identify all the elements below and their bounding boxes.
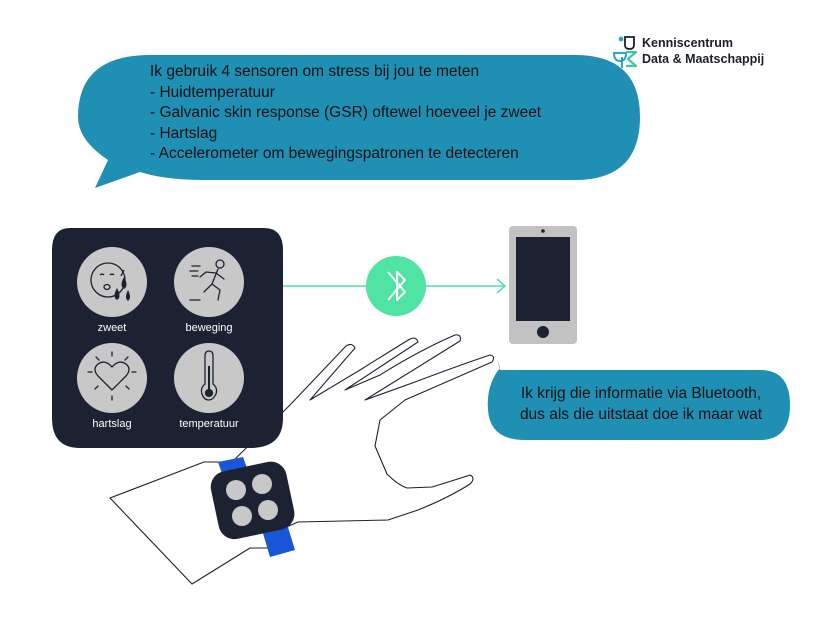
connector-arrowhead xyxy=(496,278,507,294)
speech-line: Ik gebruik 4 sensoren om stress bij jou … xyxy=(150,63,480,80)
sweat-sensor-circle xyxy=(77,247,147,317)
speech-line: - Galvanic skin response (GSR) oftewel h… xyxy=(150,104,542,121)
speech-line: - Hartslag xyxy=(150,124,218,142)
sensor-label-hartslag: hartslag xyxy=(92,418,132,430)
wearable-device xyxy=(210,457,295,557)
sweat-face-icon xyxy=(90,262,130,301)
sensor-panel xyxy=(52,228,283,448)
smartphone-icon xyxy=(509,226,577,344)
speech-line: - Huidtemperatuur xyxy=(150,83,275,101)
logo-line-2: Data & Maatschappij xyxy=(642,52,765,66)
bottom-speech-bubble xyxy=(487,358,790,440)
bottom-speech-text: Ik krijg die informatie via Bluetooth, d… xyxy=(500,384,782,425)
bluetooth-icon xyxy=(366,256,426,316)
thermometer-icon xyxy=(200,350,218,401)
heartbeat-sensor-circle xyxy=(77,343,147,413)
hand-outline xyxy=(109,334,495,585)
top-speech-text: Ik gebruik 4 sensoren om stress bij jou … xyxy=(150,62,541,165)
running-person-icon xyxy=(189,259,225,301)
logo: Kenniscentrum Data & Maatschappij xyxy=(612,35,802,75)
sensor-label-beweging: beweging xyxy=(185,322,233,334)
speech-line: - Accelerometer om bewegingspatronen te … xyxy=(150,145,519,162)
logo-mark-icon xyxy=(612,36,638,68)
sensor-label-zweet: zweet xyxy=(97,322,127,334)
sensor-label-temperatuur: temperatuur xyxy=(179,418,239,430)
movement-sensor-circle xyxy=(174,247,244,317)
top-speech-bubble xyxy=(78,55,640,188)
speech-line: dus als die uitstaat doe ik maar wat xyxy=(519,405,763,423)
logo-line-1: Kenniscentrum xyxy=(642,36,733,50)
speech-line: Ik krijg die informatie via Bluetooth, xyxy=(520,385,762,402)
heartbeat-icon xyxy=(87,351,137,401)
